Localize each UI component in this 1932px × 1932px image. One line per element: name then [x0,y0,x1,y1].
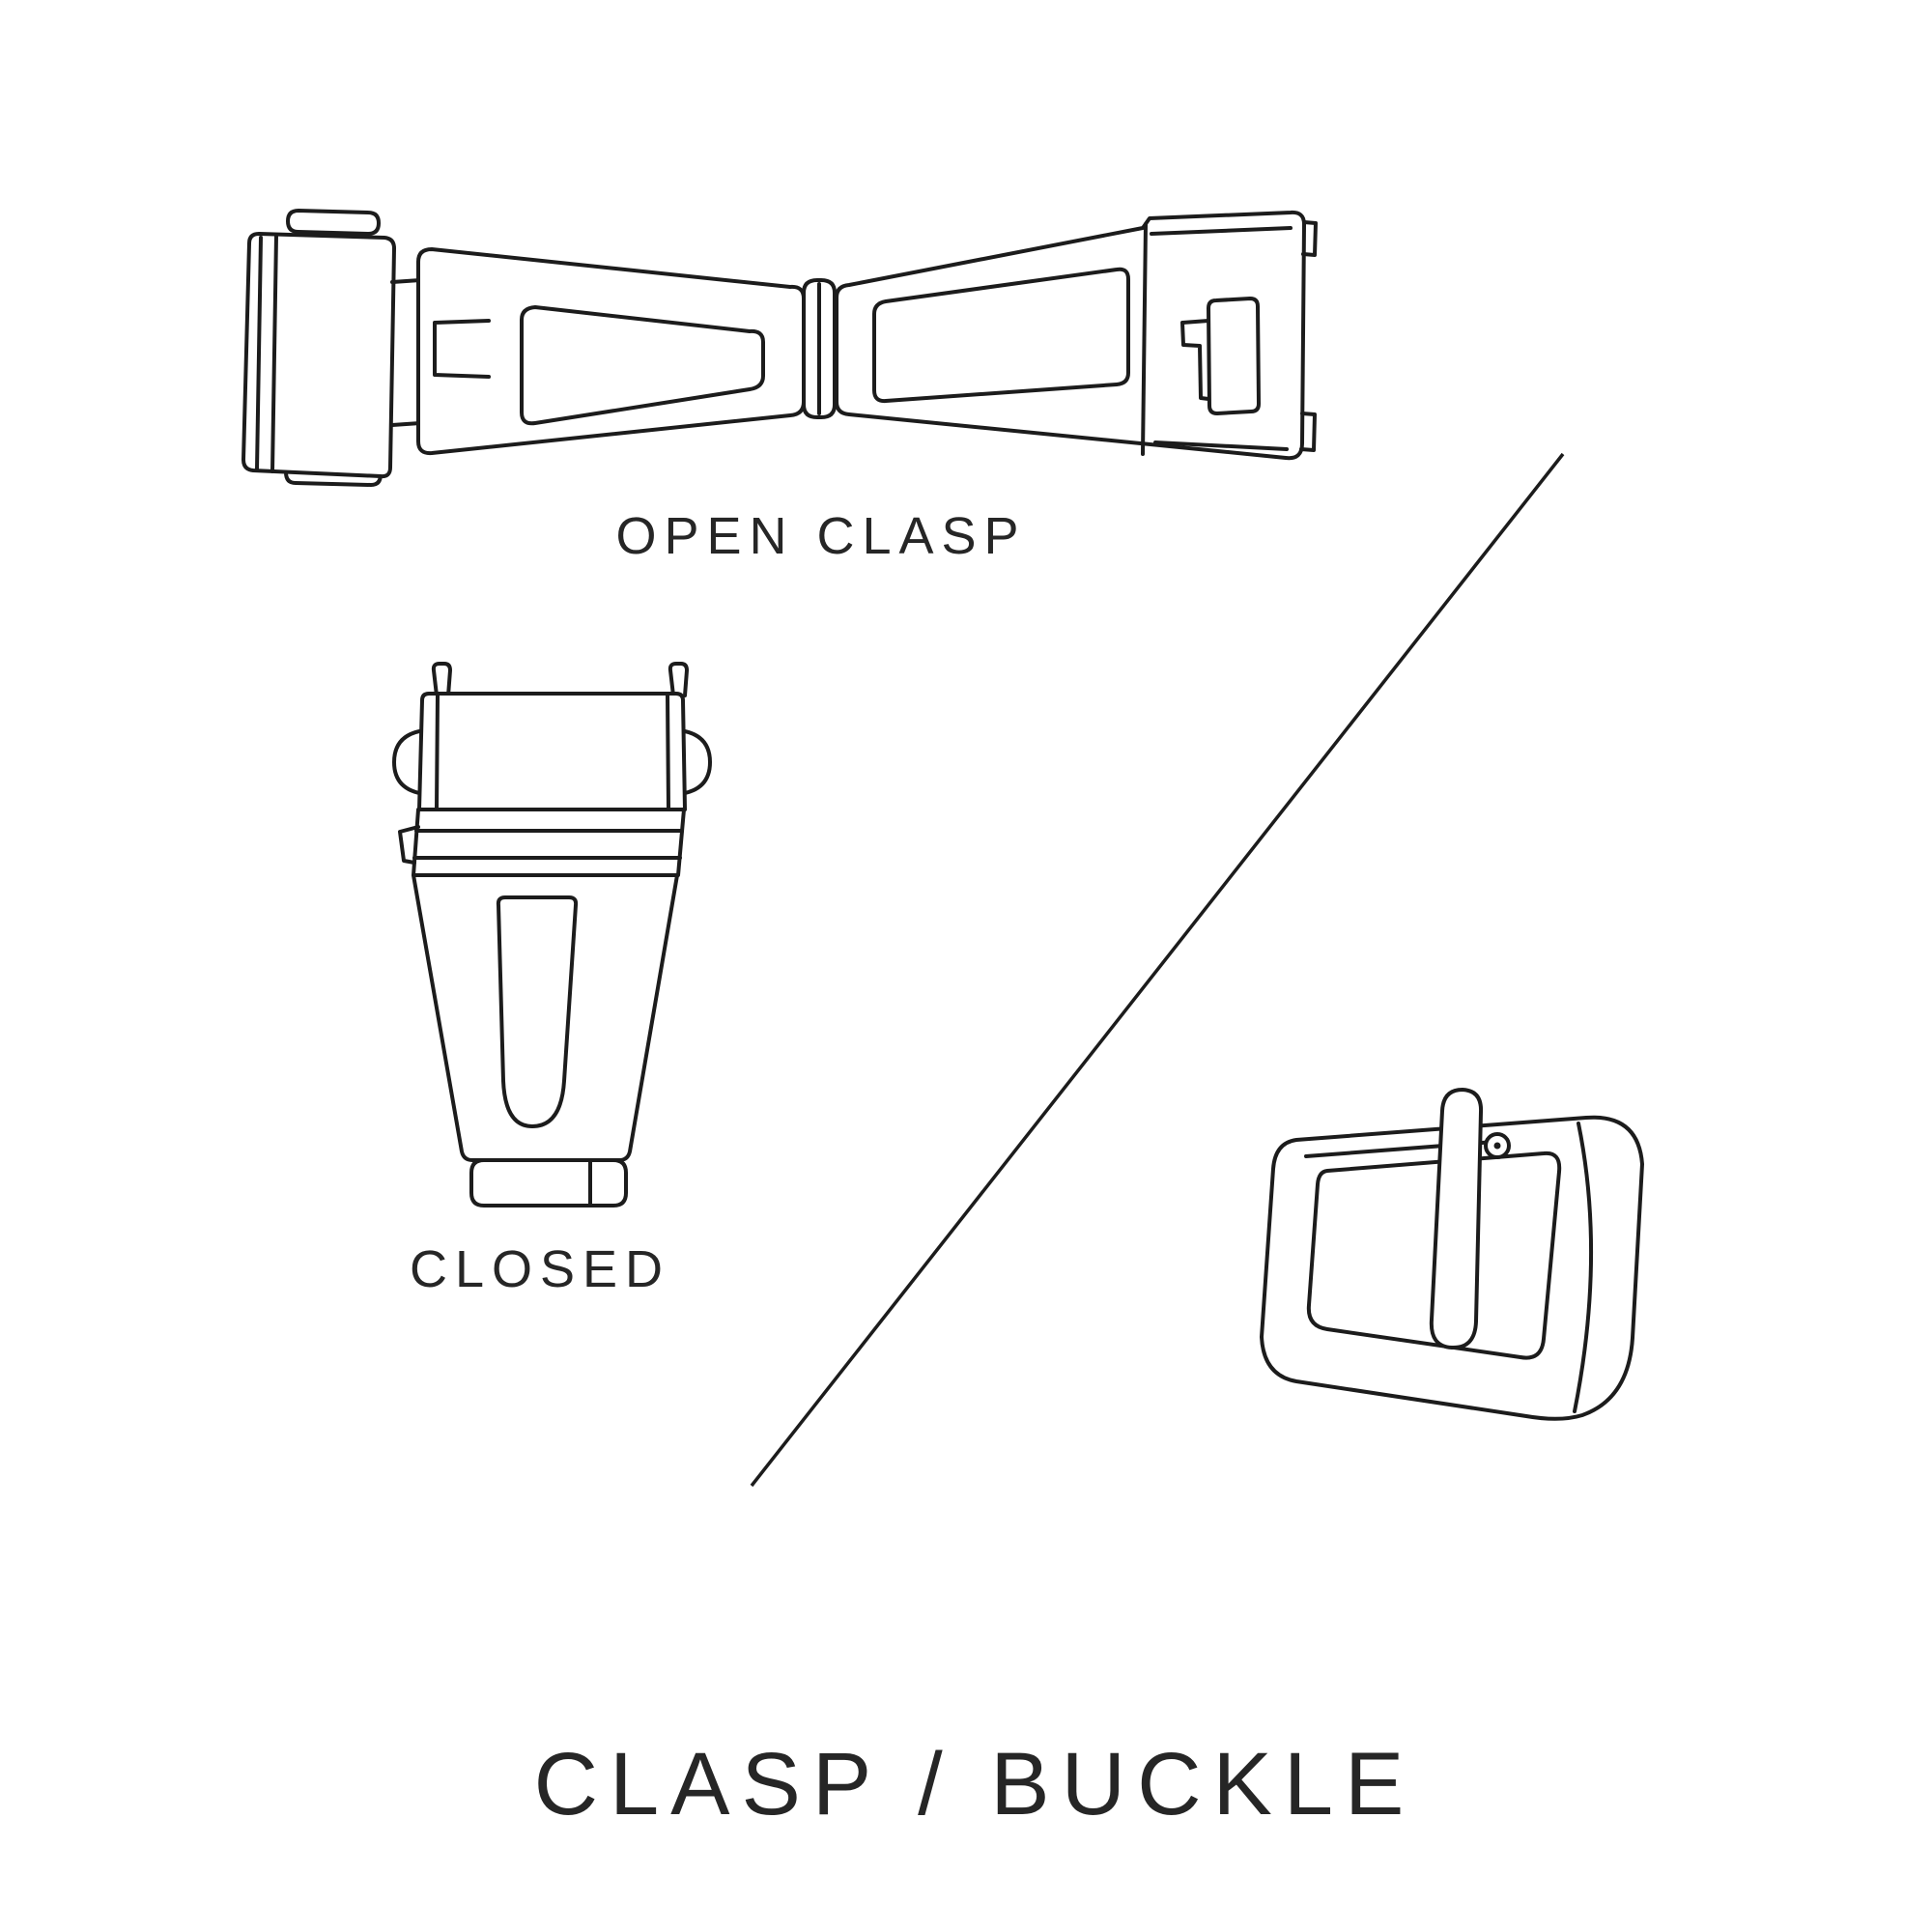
open-clasp-left-endpiece-fold [270,234,278,473]
open-clasp-right-tab-top [1301,220,1318,257]
diagram-title: CLASP / BUCKLE [534,1735,1416,1833]
closed-clasp-ear-left [392,728,427,796]
open-clasp-right-tab-bottom [1299,412,1317,452]
closed-clasp-slot [496,895,579,1128]
closed-clasp-body [412,873,679,1162]
divider-line [750,452,1565,1488]
open-clasp-neck-top [390,278,422,284]
closed-label: CLOSED [410,1240,670,1298]
open-clasp-keeper-hook [1180,319,1210,401]
open-clasp-left-endpiece [242,232,396,479]
open-clasp-left-endpiece-edge [255,236,263,471]
closed-clasp-illustration [392,662,712,1208]
closed-clasp-foot [469,1158,628,1208]
closed-clasp-notch [398,825,420,865]
open-clasp-left-arm [416,247,806,456]
open-clasp-endblock-fold [1150,226,1293,236]
closed-clasp-band [412,808,686,877]
open-clasp-left-arm-cutout [520,305,765,426]
open-clasp-endblock-line [1141,222,1148,456]
buckle-illustration [1260,1088,1644,1421]
open-clasp-left-top-tab [286,209,381,236]
open-clasp-neck-bottom [390,421,422,427]
buckle-right-band-edge [1573,1122,1594,1413]
open-clasp-left-hook [433,319,491,379]
closed-clasp-prong-right [668,662,689,697]
closed-clasp-prong-left [431,662,452,697]
open-clasp-illustration [242,209,1318,487]
open-clasp-endblock-bottom-fold [1153,440,1289,451]
buckle-tongue [1429,1088,1484,1350]
closed-clasp-ear-right [677,728,712,796]
buckle-pin-coil-center [1493,1142,1501,1150]
open-clasp-right-arm-cutout [872,267,1130,404]
buckle-window [1306,1151,1562,1360]
open-clasp-label: OPEN CLASP [615,507,1026,565]
open-clasp-keeper [1207,297,1261,415]
closed-clasp-top-block-line-left [435,693,440,810]
closed-clasp-top-block [417,692,687,811]
